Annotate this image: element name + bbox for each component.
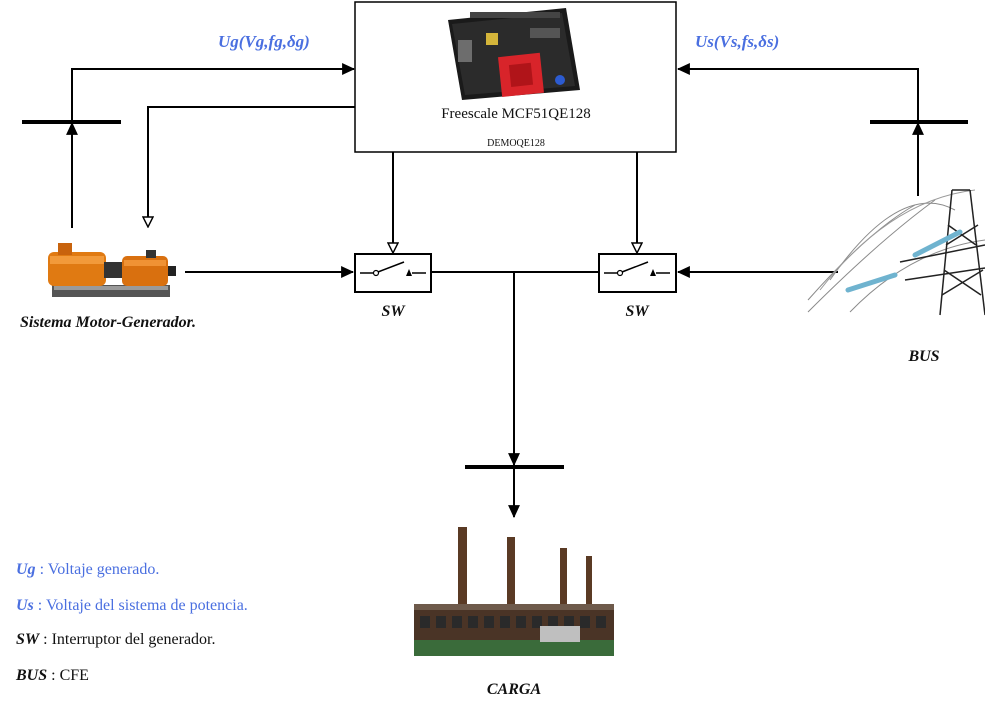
legend-item-sw: SW : Interruptor del generador. <box>16 632 216 648</box>
controller-board-label: DEMOQE128 <box>487 138 545 149</box>
legend-text: : CFE <box>47 667 89 684</box>
bus-label: BUS <box>907 348 939 365</box>
legend-item-ug: Ug : Voltaje generado. <box>16 562 159 578</box>
legend-item-us: Us : Voltaje del sistema de potencia. <box>16 598 248 614</box>
legend-key: BUS <box>16 667 48 684</box>
transmission-tower-image <box>807 189 985 316</box>
right-switch <box>598 253 677 293</box>
us-feedback-line <box>676 63 924 196</box>
legend-text: : Voltaje generado. <box>35 561 160 578</box>
legend-text: : Voltaje del sistema de potencia. <box>33 597 248 614</box>
ug-feedback-line <box>66 63 356 228</box>
left-switch <box>354 253 432 293</box>
legend-key: SW <box>16 631 40 648</box>
us-signal-label: Us(Vs,fs,δs) <box>695 32 779 51</box>
legend-item-bus: BUS : CFE <box>16 668 89 684</box>
controller-name: Freescale MCF51QE128 <box>441 106 591 122</box>
generator-control-line <box>148 106 355 226</box>
microcontroller-board-image <box>448 8 580 100</box>
legend-key: Ug <box>16 561 36 578</box>
motor-generator-image <box>48 243 176 297</box>
factory-image <box>412 520 616 660</box>
load-label: CARGA <box>487 681 542 698</box>
legend-key: Us <box>16 597 34 614</box>
generator-label: Sistema Motor-Generador. <box>20 314 196 331</box>
ug-signal-label: Ug(Vg,fg,δg) <box>218 32 310 51</box>
left-switch-label: SW <box>381 303 406 320</box>
legend-text: : Interruptor del generador. <box>39 631 216 648</box>
right-switch-label: SW <box>625 303 650 320</box>
controller-box: Freescale MCF51QE128 DEMOQE128 <box>354 1 677 153</box>
